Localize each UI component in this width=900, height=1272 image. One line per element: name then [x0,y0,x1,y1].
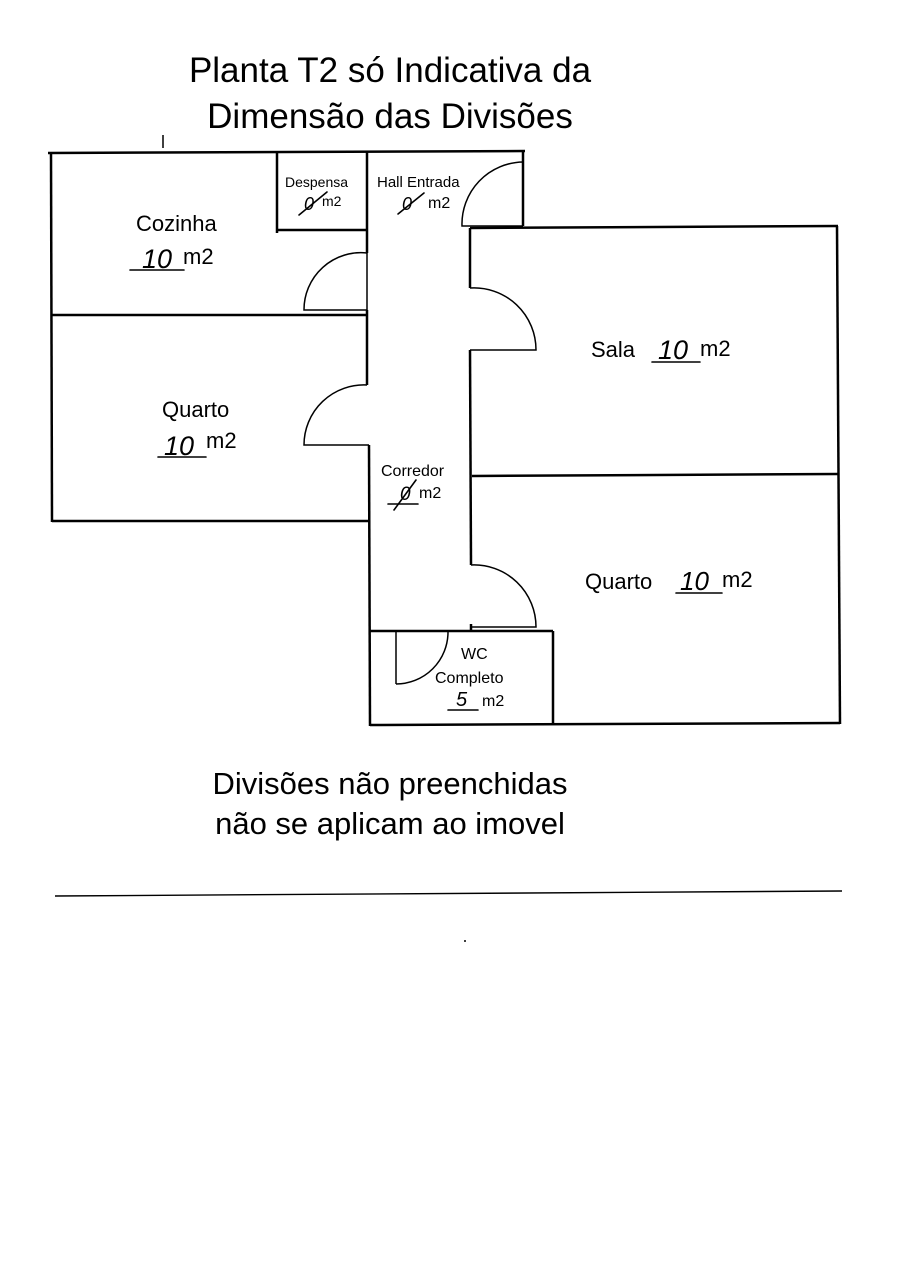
door-quarto-left [303,384,369,446]
room-unit-quarto-right: m2 [722,567,753,592]
plan-title-line-2: Dimensão das Divisões [207,97,573,136]
door-wc [395,631,449,685]
strike-mark [298,191,328,216]
room-corredor: Corredor 0 m2 [381,463,445,511]
room-name-wc-line-2: Completo [435,670,504,687]
door-swings [303,161,537,685]
door-sala [469,287,537,351]
room-quarto-right: Quarto 10 m2 [585,566,753,596]
room-name-cozinha: Cozinha [136,211,217,236]
scan-dot [464,940,466,942]
room-hall-entrada: Hall Entrada 0 m2 [377,174,460,215]
room-quarto-left: Quarto 10 m2 [157,397,237,461]
room-name-wc-line-1: WC [461,646,488,663]
room-despensa: Despensa 0 m2 [285,174,348,216]
floor-plan-walls [47,135,842,727]
strike-mark [393,479,417,511]
room-name-despensa: Despensa [285,174,348,190]
room-area-wc: 5 [456,689,468,711]
door-cozinha [303,251,368,311]
room-name-corredor: Corredor [381,463,445,480]
room-unit-cozinha: m2 [183,244,214,269]
plan-title-line-1: Planta T2 só Indicativa da [188,51,592,90]
room-name-sala: Sala [591,337,636,362]
room-unit-hall: m2 [428,195,450,212]
note-line-1: Divisões não preenchidas [212,766,568,801]
room-name-quarto-right: Quarto [585,569,652,594]
strike-mark [397,192,425,215]
room-unit-wc: m2 [482,693,504,710]
room-area-quarto-right: 10 [680,566,709,596]
room-area-despensa: 0 [304,194,314,214]
room-unit-despensa: m2 [322,193,342,209]
room-area-quarto-left: 10 [164,431,194,461]
room-name-hall: Hall Entrada [377,174,460,191]
room-unit-corredor: m2 [419,485,441,502]
room-cozinha: Cozinha 10 m2 [129,211,217,274]
signature-line [54,890,843,897]
door-quarto-right [470,564,537,628]
room-area-hall: 0 [402,194,412,214]
room-unit-quarto-left: m2 [206,428,237,453]
room-name-quarto-left: Quarto [162,397,229,422]
room-wc-completo: WC Completo 5 m2 [435,646,504,711]
note-line-2: não se aplicam ao imovel [215,806,565,841]
room-unit-sala: m2 [700,336,731,361]
room-area-sala: 10 [658,335,688,365]
door-hall-entrada [461,161,524,227]
room-area-cozinha: 10 [142,244,172,274]
room-sala: Sala 10 m2 [591,335,731,365]
